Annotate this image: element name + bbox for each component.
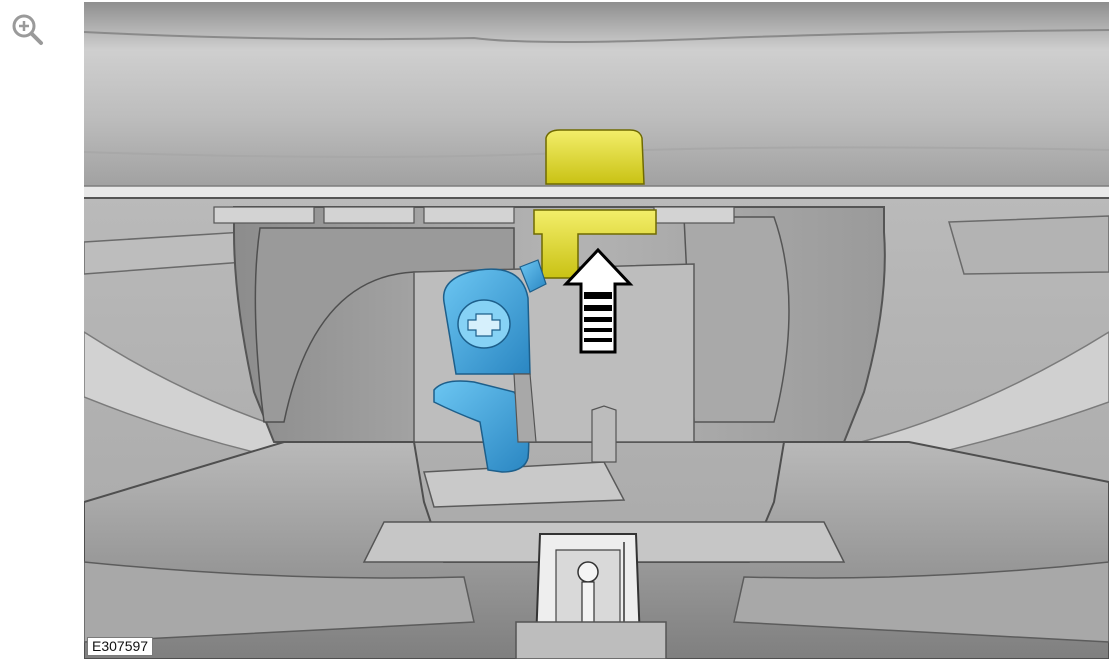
zoom-in-button[interactable] bbox=[10, 12, 46, 48]
zoom-in-magnifier-icon bbox=[12, 14, 43, 45]
service-illustration: E307597 bbox=[84, 2, 1109, 659]
up-arrow-icon bbox=[562, 247, 634, 354]
figure-id-label: E307597 bbox=[87, 637, 154, 656]
engine-cover-clip-illustration bbox=[84, 2, 1109, 659]
